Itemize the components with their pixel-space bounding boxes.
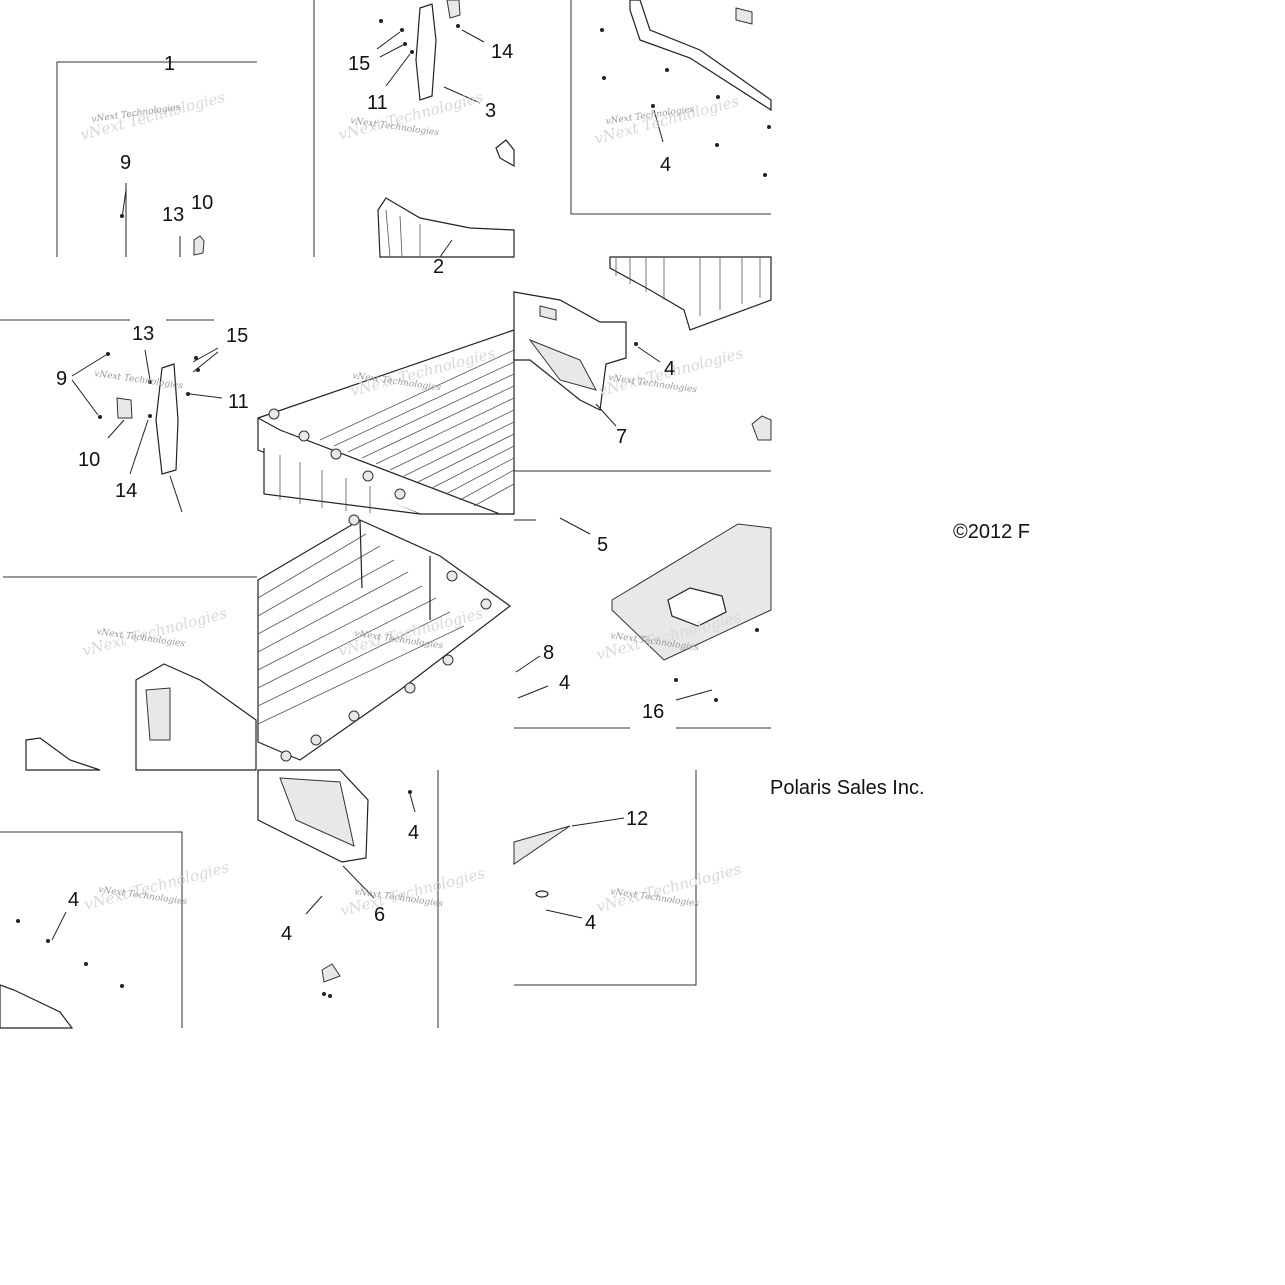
callout-2: 2 [433, 256, 444, 278]
callout-13: 13 [162, 204, 184, 226]
callout-11: 11 [228, 391, 249, 413]
callout-7: 7 [616, 426, 627, 448]
callout-12: 12 [626, 808, 648, 830]
callout-5: 5 [597, 534, 608, 556]
callout-9: 9 [56, 368, 67, 390]
callout-4: 4 [68, 889, 79, 911]
callout-4: 4 [585, 912, 596, 934]
callout-6: 6 [374, 904, 385, 926]
rear-bracket-part-3 [376, 0, 515, 258]
callout-13: 13 [132, 323, 154, 345]
floor-panel-part-5 [514, 517, 772, 729]
callout-10: 10 [78, 449, 100, 471]
callout-4: 4 [664, 358, 675, 380]
callout-3: 3 [485, 100, 496, 122]
callout-1: 1 [164, 53, 175, 75]
callout-16: 16 [642, 701, 664, 723]
callout-4: 4 [408, 822, 419, 844]
tile-frame-1 [56, 0, 315, 257]
copyright-line-1: ©2012 F [953, 521, 1030, 543]
callout-15: 15 [226, 325, 248, 347]
copyright-line-2: Polaris Sales Inc. [770, 777, 925, 799]
tile-frame-bottom-right [513, 770, 697, 986]
cargo-box-part-2 [257, 329, 515, 515]
side-panel-left [25, 663, 257, 771]
cargo-box-lower [257, 514, 512, 762]
copyright: ©2012 F Polaris Sales Inc. [770, 521, 1030, 799]
side-bracket-left [0, 319, 257, 578]
callout-14: 14 [491, 41, 513, 63]
svg-text:vNext Technologies: vNext Technologies [336, 88, 485, 144]
callout-8: 8 [543, 642, 554, 664]
callout-4: 4 [559, 672, 570, 694]
tailgate-part-6 [257, 769, 439, 1028]
callout-4: 4 [660, 154, 671, 176]
callout-14: 14 [115, 480, 137, 502]
tailgate-part-7 [513, 256, 772, 472]
tile-frame-top-right [570, 0, 772, 215]
callout-4: 4 [281, 923, 292, 945]
callout-labels: 1 9 13 10 15 11 14 3 2 4 13 15 9 11 10 1… [56, 41, 675, 945]
tile-frame-bottom-left [0, 831, 183, 1029]
callout-9: 9 [120, 152, 131, 174]
callout-15: 15 [348, 53, 370, 75]
callout-11: 11 [367, 92, 388, 114]
callout-10: 10 [191, 192, 213, 214]
